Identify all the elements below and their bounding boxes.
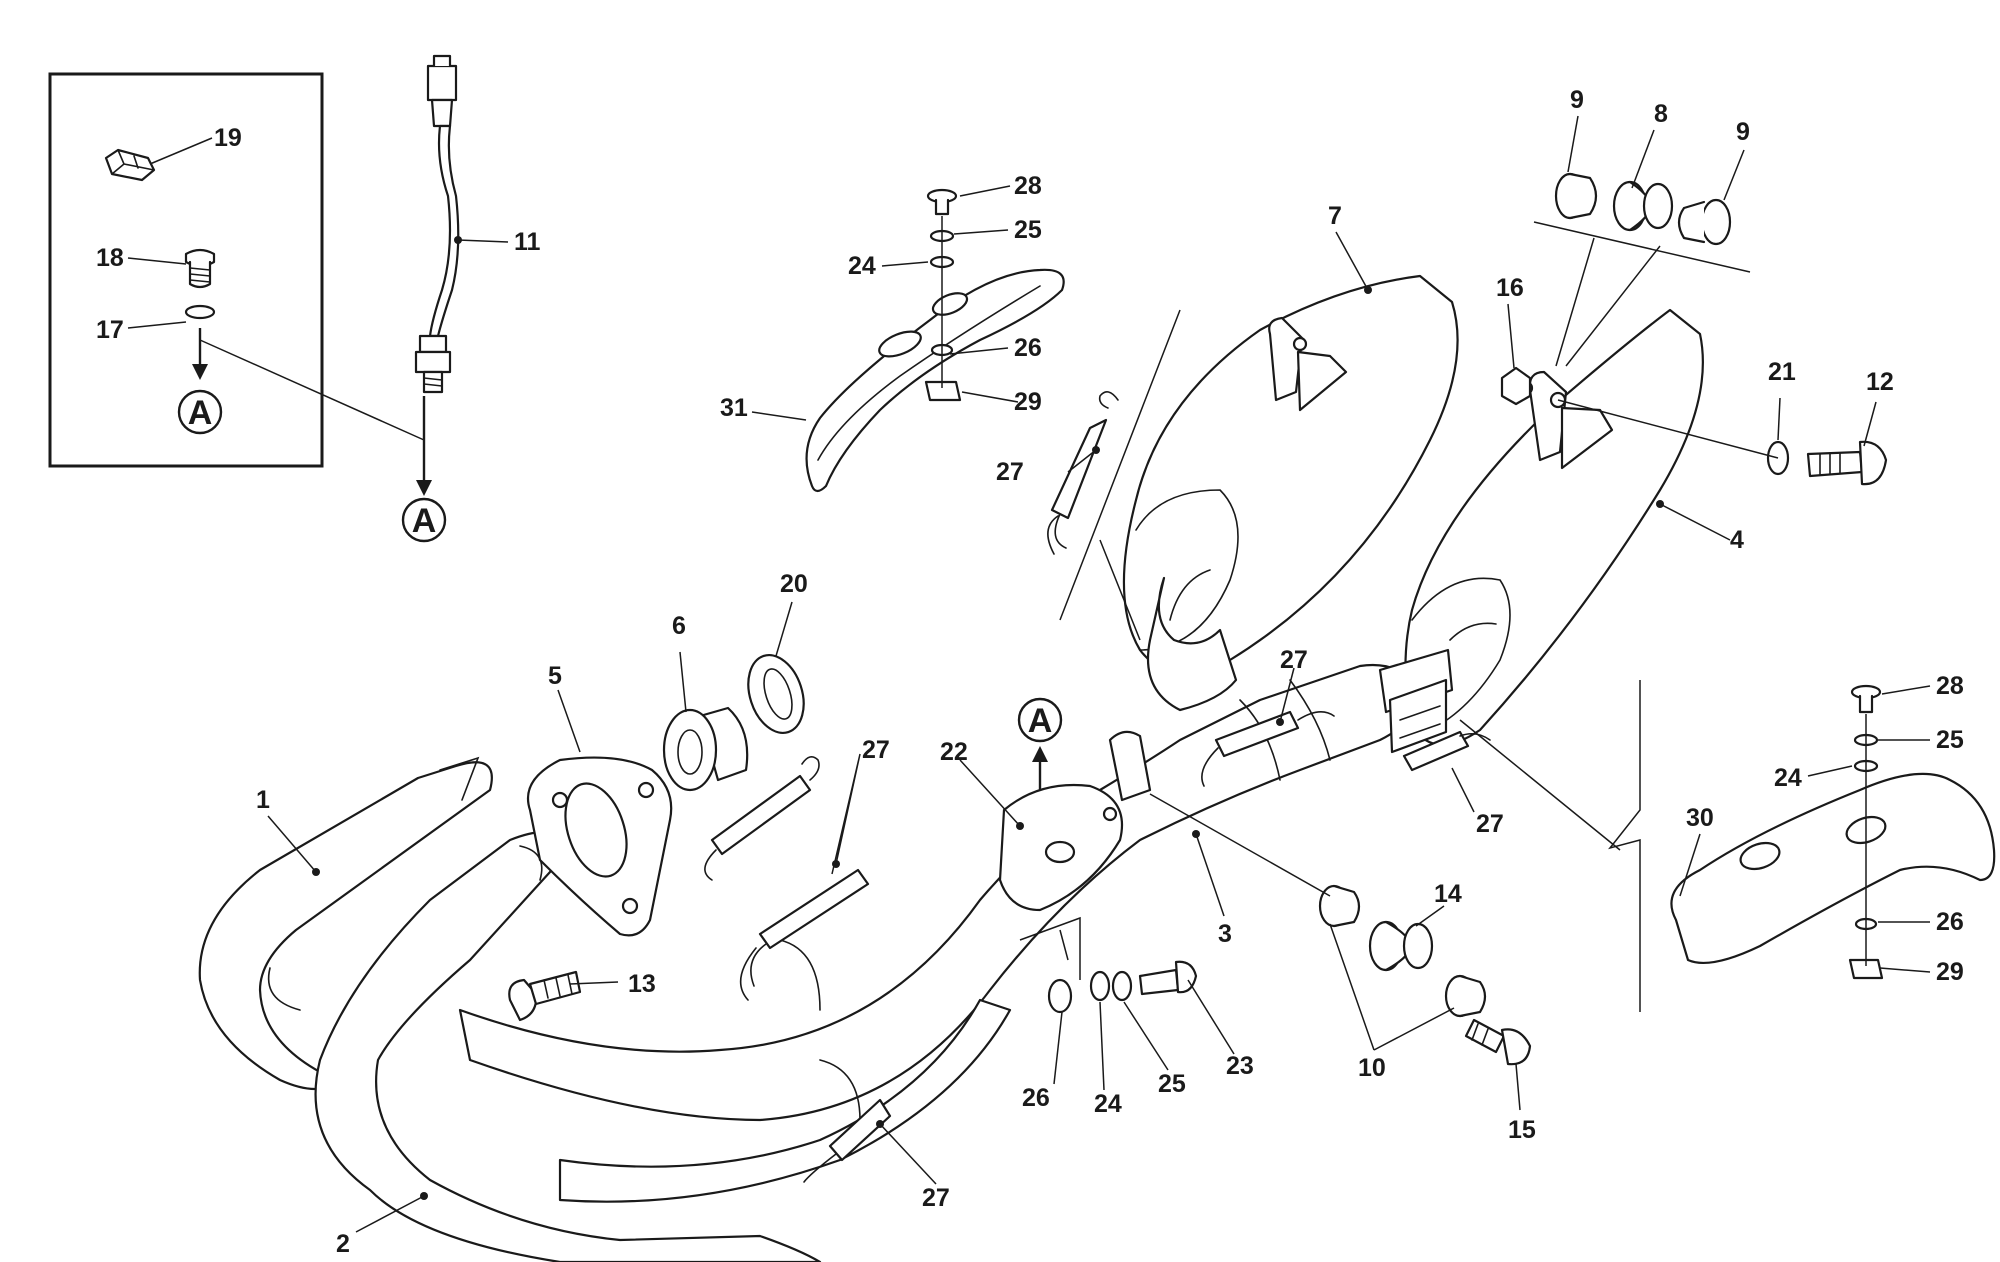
- nut-part-16: [1500, 366, 1532, 406]
- callout-23: 23: [1226, 1052, 1254, 1080]
- clip-part-29-upper: [924, 380, 962, 402]
- callout-24-lower: 24: [1094, 1090, 1122, 1118]
- reference-marker-a-sensor-label: A: [412, 502, 437, 540]
- bolt-part-23: [1138, 960, 1198, 996]
- callout-25-lower: 25: [1158, 1070, 1186, 1098]
- spring-part-27-bottom: [803, 1098, 892, 1183]
- muffler-part-7: [1122, 274, 1459, 712]
- callout-9-right: 9: [1736, 118, 1750, 146]
- bracket-plate: [1388, 678, 1448, 754]
- callout-26-lower: 26: [1022, 1084, 1050, 1112]
- callout-1: 1: [256, 786, 270, 814]
- callout-7: 7: [1328, 202, 1342, 230]
- callout-11: 11: [514, 228, 541, 256]
- callout-9-left: 9: [1570, 86, 1584, 114]
- callout-16: 16: [1496, 274, 1524, 302]
- callout-18: 18: [96, 244, 124, 272]
- callout-27-bottom: 27: [922, 1184, 950, 1212]
- bushing-part-9-right: [1677, 198, 1732, 246]
- connector-part-19: [104, 148, 156, 182]
- callout-22: 22: [940, 738, 968, 766]
- leader-dots: [312, 236, 1664, 1200]
- callout-28-right: 28: [1936, 672, 1964, 700]
- washer-part-25-lower: [1111, 970, 1133, 1002]
- callout-27-upper: 27: [996, 458, 1024, 486]
- o-ring-part-17: [184, 304, 216, 320]
- reference-marker-a-sensor: [401, 497, 447, 543]
- callout-27-mid: 27: [862, 736, 890, 764]
- callout-25-right: 25: [1936, 726, 1964, 754]
- bushing-part-9-left: [1554, 172, 1598, 220]
- flange-part-5: [526, 756, 673, 937]
- callout-24-right: 24: [1774, 764, 1802, 792]
- callout-31: 31: [720, 394, 748, 422]
- reference-marker-a-inset-label: A: [188, 394, 213, 432]
- callout-26-right: 26: [1936, 908, 1964, 936]
- callout-labels: 1 2 3 4 5 6 7 8 9 9 10 11 12 13 14 15 16…: [96, 86, 1964, 1258]
- heat-shield-part-31: [805, 268, 1065, 493]
- callout-21: 21: [1768, 358, 1796, 386]
- callout-17: 17: [96, 316, 124, 344]
- callout-30: 30: [1686, 804, 1714, 832]
- clip-part-29-right: [1848, 958, 1884, 980]
- callout-4: 4: [1730, 526, 1744, 554]
- callout-24-upper: 24: [848, 252, 876, 280]
- bolt-part-15: [1464, 1018, 1532, 1066]
- spring-part-27-right-lower: [1402, 730, 1491, 772]
- callout-19: 19: [214, 124, 242, 152]
- spring-part-27-upper: [1047, 391, 1119, 555]
- callout-6: 6: [672, 612, 686, 640]
- bolt-part-13: [508, 970, 582, 1022]
- spacer-part-14: [1368, 920, 1434, 972]
- collector-part-22: [998, 783, 1124, 912]
- callout-27-right-lower: 27: [1476, 810, 1504, 838]
- reference-marker-a-collector-label: A: [1028, 702, 1053, 740]
- washer-part-24-lower: [1089, 970, 1111, 1002]
- callout-25-upper: 25: [1014, 216, 1042, 244]
- inset-box: [48, 72, 324, 468]
- ring-part-20: [747, 654, 805, 734]
- reference-marker-a-collector: [1017, 697, 1063, 743]
- washer-part-26-lower: [1047, 978, 1073, 1014]
- spring-part-27-lower-left: [739, 868, 870, 1001]
- callout-28-upper: 28: [1014, 172, 1042, 200]
- callout-26-upper: 26: [1014, 334, 1042, 362]
- screw-part-28-upper: [926, 188, 958, 216]
- callout-8: 8: [1654, 100, 1668, 128]
- plug-part-18: [184, 248, 216, 289]
- gasket-part-6: [662, 706, 749, 792]
- callout-3: 3: [1218, 920, 1232, 948]
- callout-15: 15: [1508, 1116, 1536, 1144]
- callout-5: 5: [548, 662, 562, 690]
- callout-29-right: 29: [1936, 958, 1964, 986]
- leader-a-link: [199, 339, 425, 441]
- callout-20: 20: [780, 570, 808, 598]
- bushing-part-10-upper: [1318, 884, 1361, 928]
- spring-part-27-mid: [704, 756, 820, 881]
- callout-14: 14: [1434, 880, 1462, 908]
- spacer-part-8: [1612, 180, 1674, 232]
- callout-27-right-upper: 27: [1280, 646, 1308, 674]
- callout-leaders: [127, 115, 1931, 1233]
- reference-marker-a-inset: [177, 389, 223, 435]
- callout-29-upper: 29: [1014, 388, 1042, 416]
- callout-12: 12: [1866, 368, 1894, 396]
- callout-13: 13: [628, 970, 656, 998]
- screw-part-28-right: [1850, 684, 1882, 714]
- oxygen-sensor-part-11: [414, 54, 460, 394]
- bushing-part-10-lower: [1444, 974, 1487, 1018]
- callout-2: 2: [336, 1230, 350, 1258]
- bolt-part-12: [1806, 440, 1888, 486]
- callout-10: 10: [1358, 1054, 1386, 1082]
